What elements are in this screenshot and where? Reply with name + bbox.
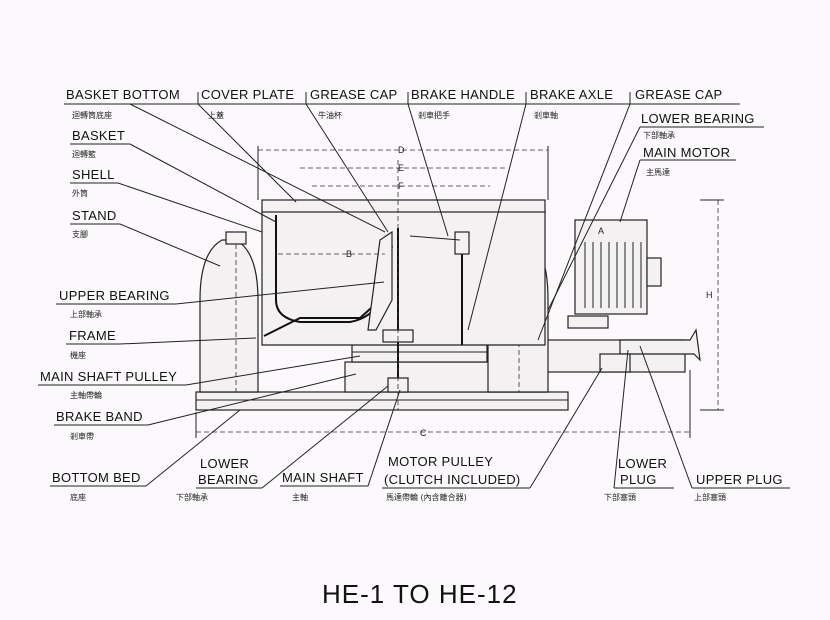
label-brake-axle-zh: 剎車軸 [534, 110, 558, 120]
label-brake-band-zh: 剎車帶 [70, 431, 94, 441]
label-frame-zh: 機座 [70, 350, 86, 360]
label-cover-plate-zh: 上蓋 [208, 110, 224, 120]
dimension-lines: D E F B C H A [195, 145, 724, 438]
label-grease-cap-1-zh: 牛油杯 [318, 110, 342, 120]
label-cover-plate: COVER PLATE [201, 87, 294, 102]
leader-lines [38, 92, 790, 489]
label-main-shaft-pulley: MAIN SHAFT PULLEY [40, 369, 177, 384]
label-basket-bottom: BASKET BOTTOM [66, 87, 180, 102]
label-stand: STAND [72, 208, 117, 223]
dim-d-label: D [398, 145, 405, 155]
label-lower-plug-line2: PLUG [620, 472, 657, 487]
label-brake-band: BRAKE BAND [56, 409, 143, 424]
label-main-motor: MAIN MOTOR [643, 145, 730, 160]
diagram-title: HE-1 TO HE-12 [322, 579, 518, 609]
label-main-shaft-pulley-zh: 主軸帶輪 [70, 390, 102, 400]
part-labels: BASKET BOTTOM 迴轉筒底座 COVER PLATE 上蓋 GREAS… [40, 87, 783, 502]
label-lower-bearing-top-zh: 下部軸承 [643, 130, 675, 140]
label-bottom-bed: BOTTOM BED [52, 470, 141, 485]
label-main-shaft-zh: 主軸 [292, 492, 308, 502]
basket-hub-shape [367, 230, 393, 331]
label-grease-cap-2: GREASE CAP [635, 87, 723, 102]
label-motor-pulley-line1: MOTOR PULLEY [388, 454, 493, 469]
brake-handle-shape [454, 231, 470, 255]
label-main-shaft: MAIN SHAFT [282, 470, 364, 485]
label-basket-zh: 迴轉籃 [72, 149, 96, 159]
label-motor-pulley-line2: (CLUTCH INCLUDED) [384, 472, 521, 487]
label-upper-bearing: UPPER BEARING [59, 288, 170, 303]
label-upper-plug: UPPER PLUG [696, 472, 783, 487]
dim-c-label: C [420, 428, 427, 438]
label-lower-bearing-top: LOWER BEARING [641, 111, 755, 126]
label-lower-plug-zh: 下部塞頭 [604, 492, 636, 502]
label-brake-handle: BRAKE HANDLE [411, 87, 515, 102]
dim-f-label: F [398, 181, 404, 191]
label-lower-bearing-line1: LOWER [200, 456, 249, 471]
label-stand-zh: 支腳 [72, 229, 88, 239]
cover-plate-shape [261, 199, 546, 213]
label-shell-zh: 外筒 [72, 188, 88, 198]
bottom-bed-shape [195, 391, 569, 411]
label-frame: FRAME [69, 328, 116, 343]
label-motor-pulley-zh: 馬達帶輪 (內含離合器) [386, 492, 467, 502]
label-shell: SHELL [72, 167, 115, 182]
label-bottom-bed-zh: 底座 [70, 492, 86, 502]
label-basket: BASKET [72, 128, 125, 143]
label-lower-bearing-zh: 下部軸承 [176, 492, 208, 502]
label-brake-handle-zh: 剎車把手 [418, 110, 450, 120]
dim-e-label: E [398, 163, 404, 173]
label-grease-cap-1: GREASE CAP [310, 87, 398, 102]
dim-h-label: H [706, 290, 713, 300]
label-upper-bearing-zh: 上部軸承 [70, 309, 102, 319]
machine-drawing [195, 160, 701, 411]
main-motor-shape [574, 219, 648, 315]
shell-shape [261, 209, 546, 346]
dim-b-label: B [346, 249, 352, 259]
label-lower-plug-line1: LOWER [618, 456, 667, 471]
label-main-motor-zh: 主馬達 [646, 167, 670, 177]
label-upper-plug-zh: 上部塞頭 [694, 492, 726, 502]
dim-a-label: A [598, 226, 604, 236]
label-brake-axle: BRAKE AXLE [530, 87, 613, 102]
label-lower-bearing-line2: BEARING [198, 472, 259, 487]
left-stand-shape [199, 239, 259, 393]
label-basket-bottom-zh: 迴轉筒底座 [72, 110, 112, 120]
